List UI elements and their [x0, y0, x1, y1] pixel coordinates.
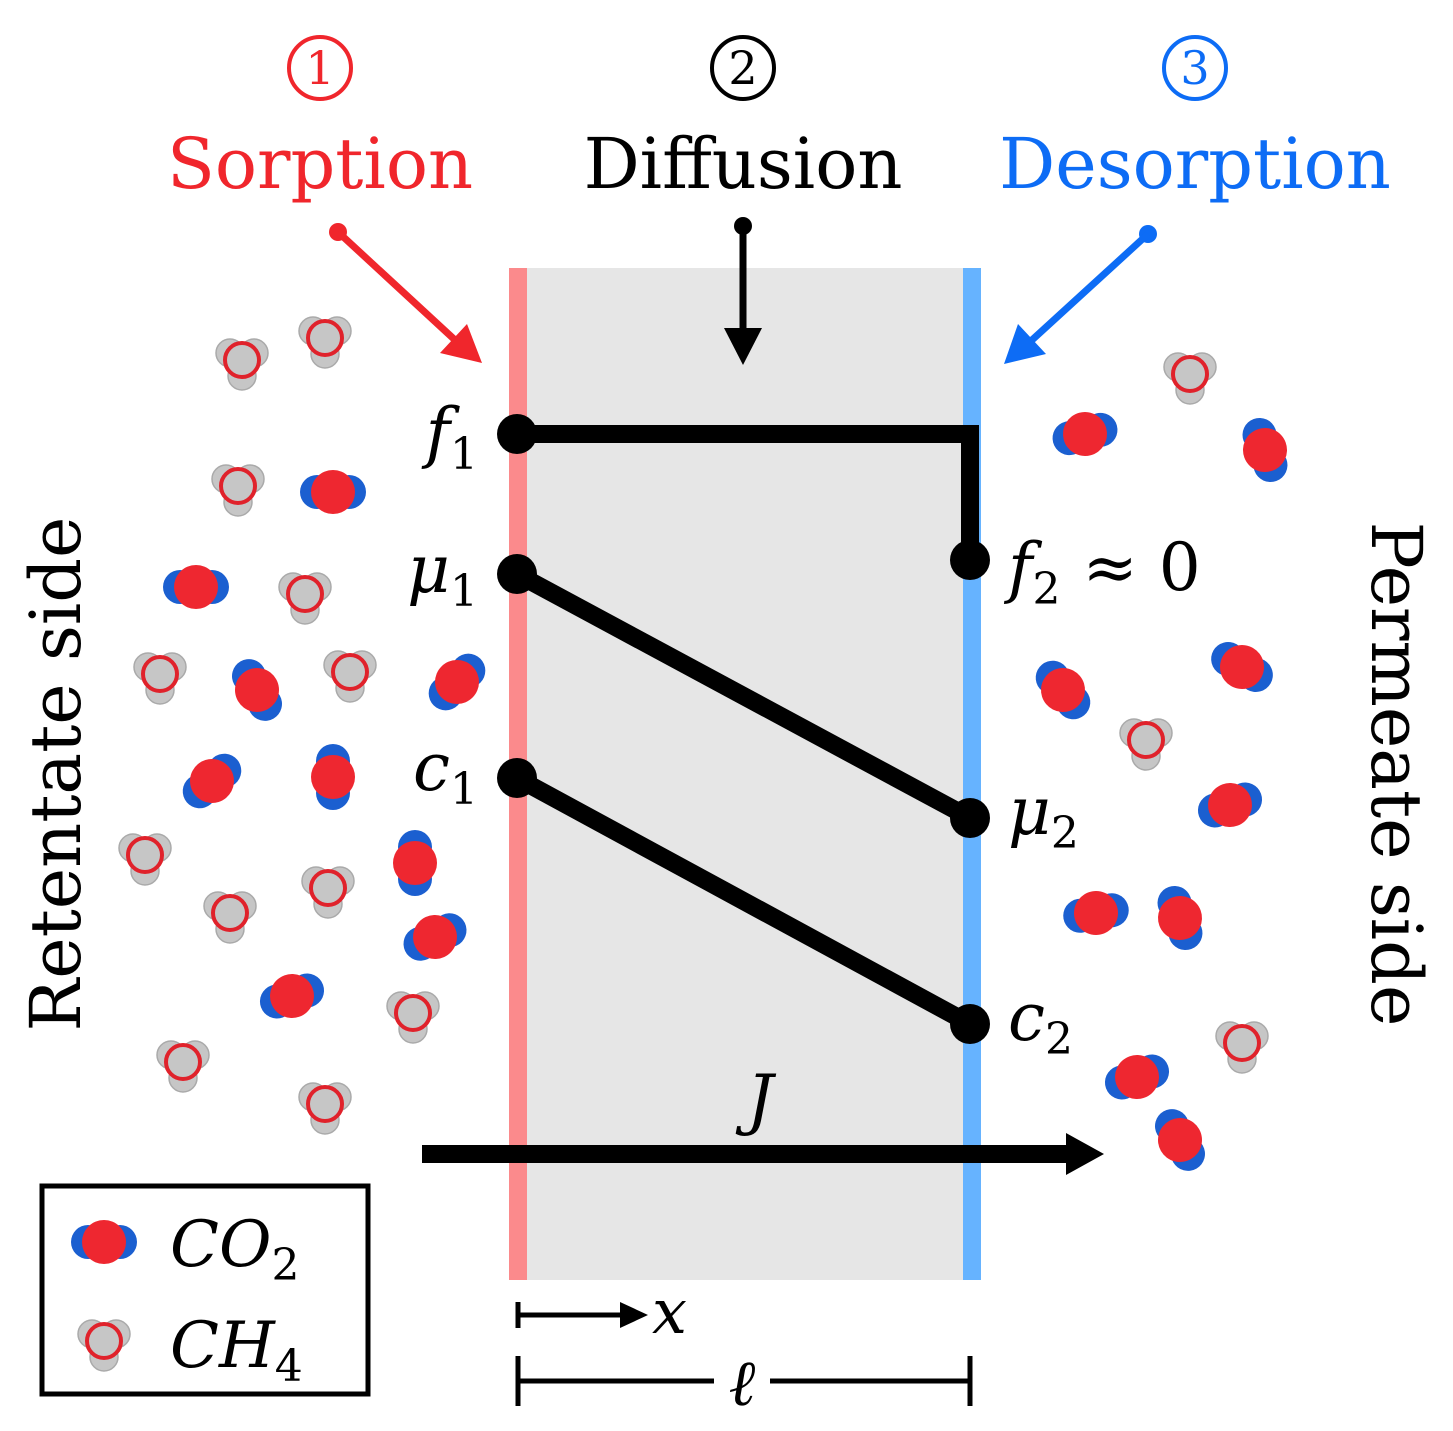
co2-molecule — [311, 744, 355, 810]
ch4-molecule — [210, 463, 266, 518]
concentration-profile — [512, 770, 975, 1032]
co2-molecule — [1098, 1045, 1176, 1109]
sorption-arrow — [329, 223, 482, 363]
ch4-molecule — [1162, 351, 1218, 406]
co2-molecule — [300, 470, 366, 514]
co2-molecule — [1233, 411, 1297, 489]
membrane — [509, 268, 981, 1280]
flux-arrow — [422, 1133, 1104, 1175]
ch4-molecule — [322, 649, 378, 704]
ch4-molecule — [132, 651, 188, 706]
step-number-circle — [710, 35, 776, 101]
x-axis-indicator — [515, 1302, 648, 1328]
co2-molecule — [1191, 773, 1269, 837]
step-number: 1 — [305, 41, 334, 95]
mu2-point — [950, 798, 990, 838]
co2-molecule — [418, 643, 496, 721]
fugacity-profile — [517, 425, 979, 560]
co2-molecule — [1144, 1100, 1216, 1180]
co2-molecule — [395, 903, 475, 971]
step-label: Diffusion — [584, 123, 903, 205]
mu2-label: μ2 — [1008, 773, 1079, 859]
f1-label: f1 — [421, 394, 478, 480]
legend-ch4-label: CH4 — [170, 1309, 303, 1392]
retentate-side-label: Retentate side — [15, 517, 97, 1032]
permeate-interface — [963, 268, 981, 1280]
chemical-potential-profile — [512, 566, 975, 826]
step-sorption: 1 Sorption — [167, 35, 473, 205]
step-number-circle — [1162, 35, 1228, 101]
f2-point — [950, 540, 990, 580]
step-number: 3 — [1180, 41, 1209, 95]
step-label: Sorption — [167, 123, 473, 205]
step-label: Desorption — [999, 123, 1391, 205]
c2-point — [950, 1004, 990, 1044]
mu1-point — [497, 554, 537, 594]
step-number-circle — [287, 35, 353, 101]
ch4-molecule — [1118, 717, 1174, 772]
ch4-molecule — [297, 1081, 353, 1136]
co2-molecule — [1202, 631, 1282, 703]
co2-molecule — [1024, 650, 1102, 730]
f1-point — [497, 414, 537, 454]
desorption-arrow — [1004, 225, 1157, 364]
ch4-molecule — [300, 865, 356, 920]
c1-label: c1 — [413, 729, 478, 815]
ch4-molecule — [202, 890, 258, 945]
legend: CO2 CH4 — [39, 1183, 371, 1397]
diffusion-arrow — [724, 217, 762, 365]
ch4-molecule — [385, 990, 441, 1045]
co2-molecule — [172, 742, 252, 820]
ch4-molecule — [297, 315, 353, 370]
step-desorption: 3 Desorption — [999, 35, 1391, 205]
thickness-label: ℓ — [729, 1347, 756, 1421]
ch4-molecule — [155, 1039, 211, 1094]
co2-molecule — [221, 650, 293, 730]
thickness-indicator — [515, 1356, 973, 1406]
legend-co2-label: CO2 — [170, 1208, 299, 1291]
ch4-molecule — [117, 832, 173, 887]
co2-molecule — [1148, 879, 1212, 957]
co2-molecule — [163, 565, 229, 609]
permeate-side-label: Permeate side — [1355, 522, 1437, 1027]
step-number: 2 — [728, 41, 757, 95]
co2-molecule — [253, 964, 331, 1028]
ch4-molecule — [277, 571, 333, 626]
mu1-label: μ1 — [407, 531, 478, 617]
f2-label: f2≈ 0 — [1003, 529, 1201, 615]
step-diffusion: 2 Diffusion — [584, 35, 903, 205]
x-axis-label: x — [652, 1275, 687, 1348]
c2-label: c2 — [1008, 979, 1073, 1065]
ch4-molecule — [1214, 1020, 1270, 1075]
c1-point — [497, 758, 537, 798]
co2-molecule — [393, 830, 437, 896]
co2-molecule-icon — [71, 1220, 137, 1264]
ch4-molecule — [214, 337, 270, 392]
co2-molecule — [1059, 885, 1133, 941]
co2-molecule — [1047, 404, 1123, 464]
